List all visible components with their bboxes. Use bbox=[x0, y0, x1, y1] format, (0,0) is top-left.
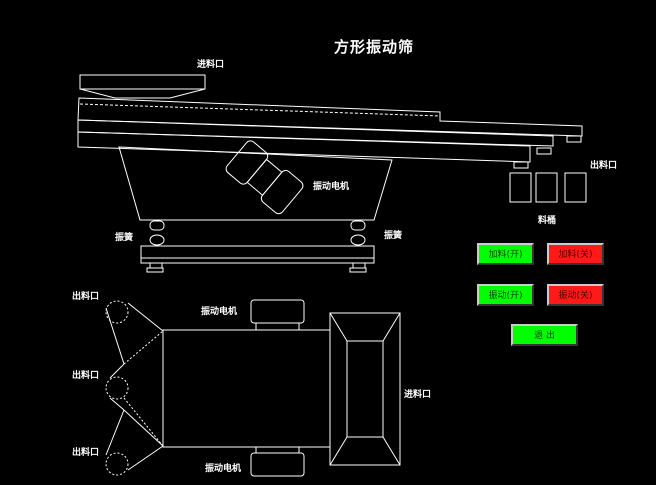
motor-label-bottom-plan: 振动电机 bbox=[205, 464, 242, 474]
vibration-on-button[interactable]: 振动(开) bbox=[477, 284, 534, 306]
spring-right bbox=[350, 220, 366, 246]
screen-deck-middle bbox=[77, 119, 554, 147]
page-title: 方形振动筛 bbox=[334, 38, 415, 56]
outlet-circle-top bbox=[105, 300, 129, 324]
vibration-off-button[interactable]: 振动(关) bbox=[547, 284, 604, 306]
exit-button[interactable]: 退 出 bbox=[511, 324, 578, 346]
discharge-label-mid-left: 出料口 bbox=[72, 371, 100, 381]
feed-on-button[interactable]: 加料(开) bbox=[477, 243, 534, 265]
bins-label: 料桶 bbox=[538, 216, 557, 226]
screen-deck-bottom bbox=[77, 131, 531, 163]
discharge-label-right: 出料口 bbox=[590, 161, 618, 171]
feed-inlet-plan bbox=[329, 312, 401, 466]
bin-2 bbox=[535, 172, 558, 203]
vibration-motor-side bbox=[225, 140, 304, 215]
spring-left bbox=[149, 220, 165, 246]
feed-inlet-label: 进料口 bbox=[197, 60, 225, 70]
spring-label-right: 振簧 bbox=[384, 231, 403, 241]
discharge-label-bottom-left: 出料口 bbox=[72, 448, 100, 458]
vibration-motor-bottom-plan bbox=[250, 446, 305, 477]
vibration-motor-label: 振动电机 bbox=[313, 182, 350, 192]
bin-1 bbox=[509, 172, 532, 203]
machine-base bbox=[140, 245, 375, 264]
feed-off-button[interactable]: 加料(关) bbox=[547, 243, 604, 265]
outlet-circle-bottom bbox=[105, 452, 129, 476]
spring-label-left: 振簧 bbox=[115, 233, 134, 243]
bin-3 bbox=[564, 172, 587, 203]
machine-body bbox=[118, 146, 393, 221]
screen-body-plan bbox=[162, 329, 331, 448]
outlet-circle-mid bbox=[105, 376, 129, 400]
discharge-label-top-left: 出料口 bbox=[72, 292, 100, 302]
feed-inlet-plan-label: 进料口 bbox=[404, 390, 432, 400]
vibration-motor-top-plan bbox=[250, 299, 305, 331]
motor-label-top-plan: 振动电机 bbox=[201, 307, 238, 317]
